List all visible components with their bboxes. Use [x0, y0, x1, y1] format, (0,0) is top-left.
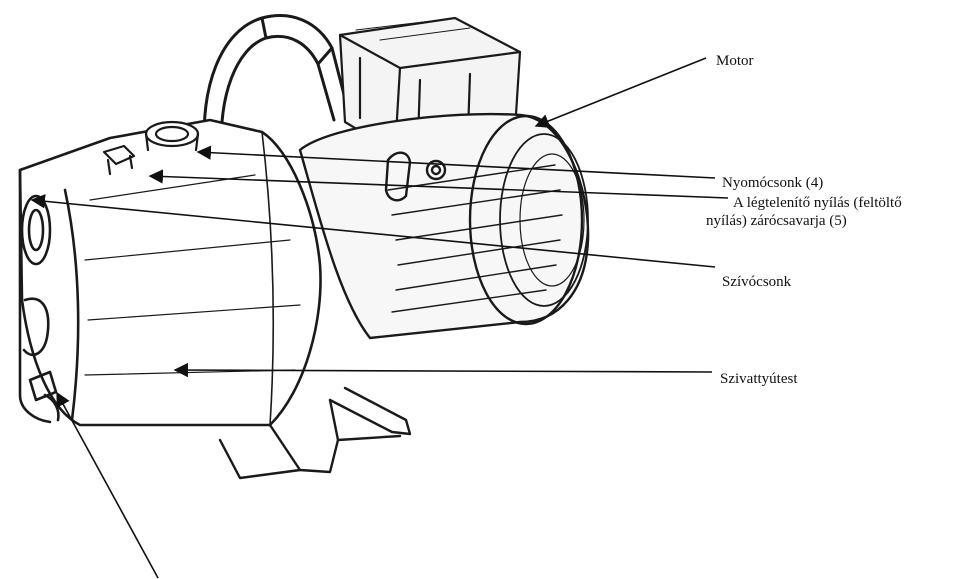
motor-pointer: [534, 57, 707, 128]
pointer-lines: [30, 57, 729, 579]
label-pressure-port: Nyomócsonk (4): [722, 175, 824, 191]
label-motor: Motor: [716, 53, 754, 69]
carry-handle: [202, 14, 352, 154]
suction-port-pointer: [30, 194, 716, 268]
label-vent-plug-line2: nyílás) zárócsavarja (5): [706, 213, 847, 229]
drain-plug-pointer: [56, 391, 159, 579]
pressure-port-pointer: [196, 145, 716, 179]
top-ports: [102, 120, 200, 176]
label-suction-port: Szívócsonk: [722, 274, 792, 290]
label-pump-body: Szivattyútest: [720, 371, 798, 387]
pump-body-pointer: [173, 362, 713, 378]
motor-housing: [298, 112, 590, 340]
label-vent-plug-line1: A légtelenítő nyílás (feltöltő: [733, 195, 902, 211]
pump-base: [218, 386, 412, 480]
vent-plug-pointer: [148, 169, 729, 199]
pump-casing: [18, 118, 322, 427]
pump-drawing: [18, 14, 590, 480]
